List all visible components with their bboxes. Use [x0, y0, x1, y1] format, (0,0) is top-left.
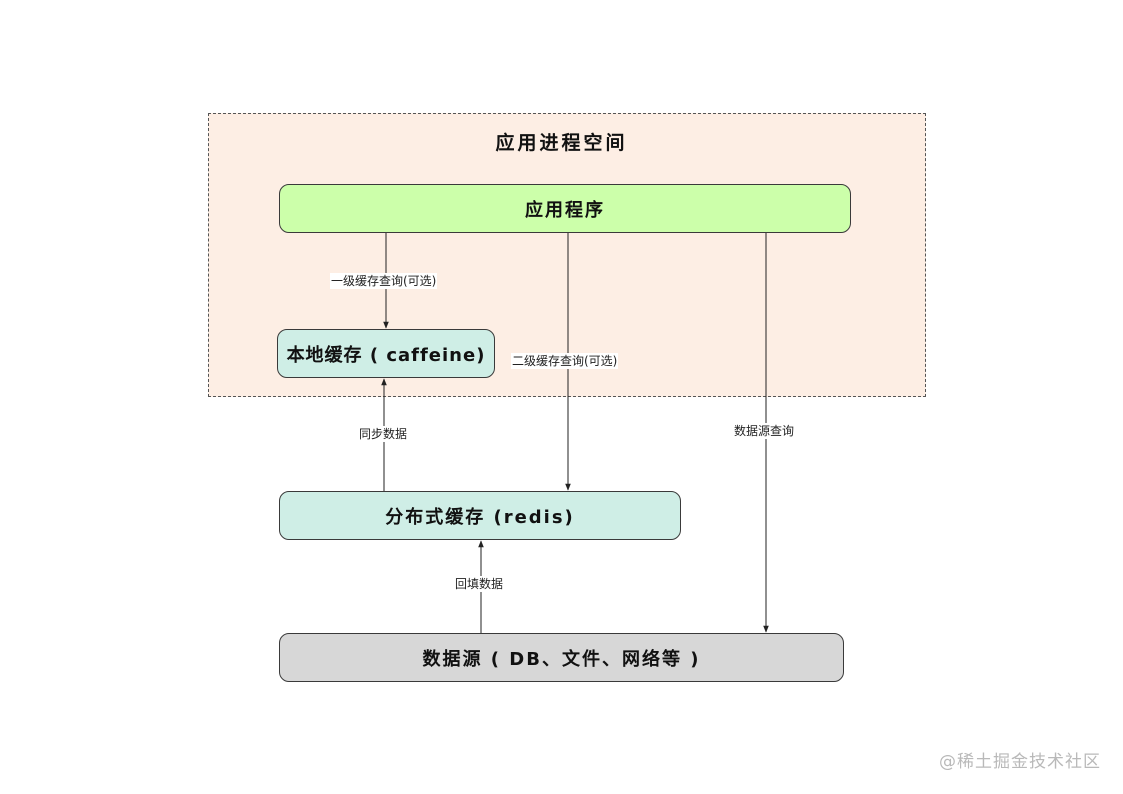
- redis-cache-node: 分布式缓存 (redis): [279, 491, 681, 540]
- edge-label-backfill-data: 回填数据: [454, 576, 505, 592]
- edge-label-source-query: 数据源查询: [733, 423, 796, 439]
- edge-label-sync-data: 同步数据: [358, 426, 409, 442]
- edge-label-l1-query: 一级缓存查询(可选): [330, 273, 438, 289]
- edge-label-l2-query: 二级缓存查询(可选): [511, 353, 619, 369]
- local-cache-node: 本地缓存 ( caffeine): [277, 329, 495, 378]
- watermark-text: @稀土掘金技术社区: [939, 752, 1101, 772]
- data-source-node: 数据源 ( DB、文件、网络等 ): [279, 633, 844, 682]
- app-process-space-title: 应用进程空间: [495, 132, 628, 154]
- app-program-node: 应用程序: [279, 184, 851, 233]
